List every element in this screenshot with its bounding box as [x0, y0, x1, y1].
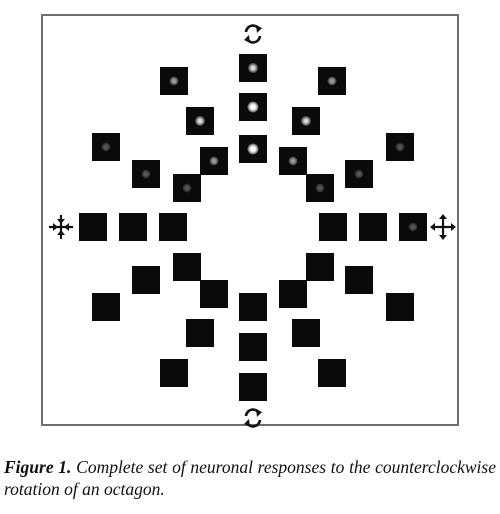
response-cell-top-3	[239, 135, 267, 163]
response-cell-lr-4	[386, 293, 414, 321]
response-cell-ll-3	[132, 266, 160, 294]
figure-panel	[41, 14, 459, 428]
rotate-ccw-icon	[241, 22, 265, 46]
response-cell-ll-6	[160, 359, 188, 387]
response-cell-left-1	[79, 213, 107, 241]
caption-text: Complete set of neuronal responses to th…	[4, 457, 496, 499]
response-cell-ur-4	[306, 174, 334, 202]
response-cell-lr-3	[345, 266, 373, 294]
figure-caption: Figure 1. Complete set of neuronal respo…	[4, 456, 496, 500]
response-cell-ul-6	[92, 133, 120, 161]
response-cell-lr-5	[292, 319, 320, 347]
response-cell-right-2	[359, 213, 387, 241]
move-arrows-icon	[429, 213, 457, 241]
response-cell-ur-1	[318, 67, 346, 95]
response-cell-ll-1	[173, 253, 201, 281]
response-cell-left-3	[159, 213, 187, 241]
response-cell-ur-2	[292, 107, 320, 135]
response-cell-ul-1	[160, 67, 188, 95]
response-cell-right-3	[399, 213, 427, 241]
response-cell-left-2	[119, 213, 147, 241]
response-cell-ur-6	[386, 133, 414, 161]
response-cell-ur-3	[279, 147, 307, 175]
figure-label: Figure 1.	[4, 457, 72, 477]
response-cell-lr-1	[306, 253, 334, 281]
response-cell-ur-5	[345, 160, 373, 188]
response-cell-ul-2	[186, 107, 214, 135]
response-cell-ul-3	[200, 147, 228, 175]
response-cell-lr-6	[318, 359, 346, 387]
rotate-ccw-icon	[241, 406, 265, 430]
response-cell-right-1	[319, 213, 347, 241]
response-cell-bottom-3	[239, 373, 267, 401]
response-cell-bottom-1	[239, 293, 267, 321]
response-cell-bottom-2	[239, 333, 267, 361]
response-cell-ul-4	[173, 174, 201, 202]
move-arrows-icon	[47, 213, 75, 241]
response-cell-ll-5	[186, 319, 214, 347]
response-cell-ll-2	[200, 280, 228, 308]
response-cell-ll-4	[92, 293, 120, 321]
response-cell-top-1	[239, 54, 267, 82]
response-cell-top-2	[239, 93, 267, 121]
response-cell-ul-5	[132, 160, 160, 188]
response-cell-lr-2	[279, 280, 307, 308]
